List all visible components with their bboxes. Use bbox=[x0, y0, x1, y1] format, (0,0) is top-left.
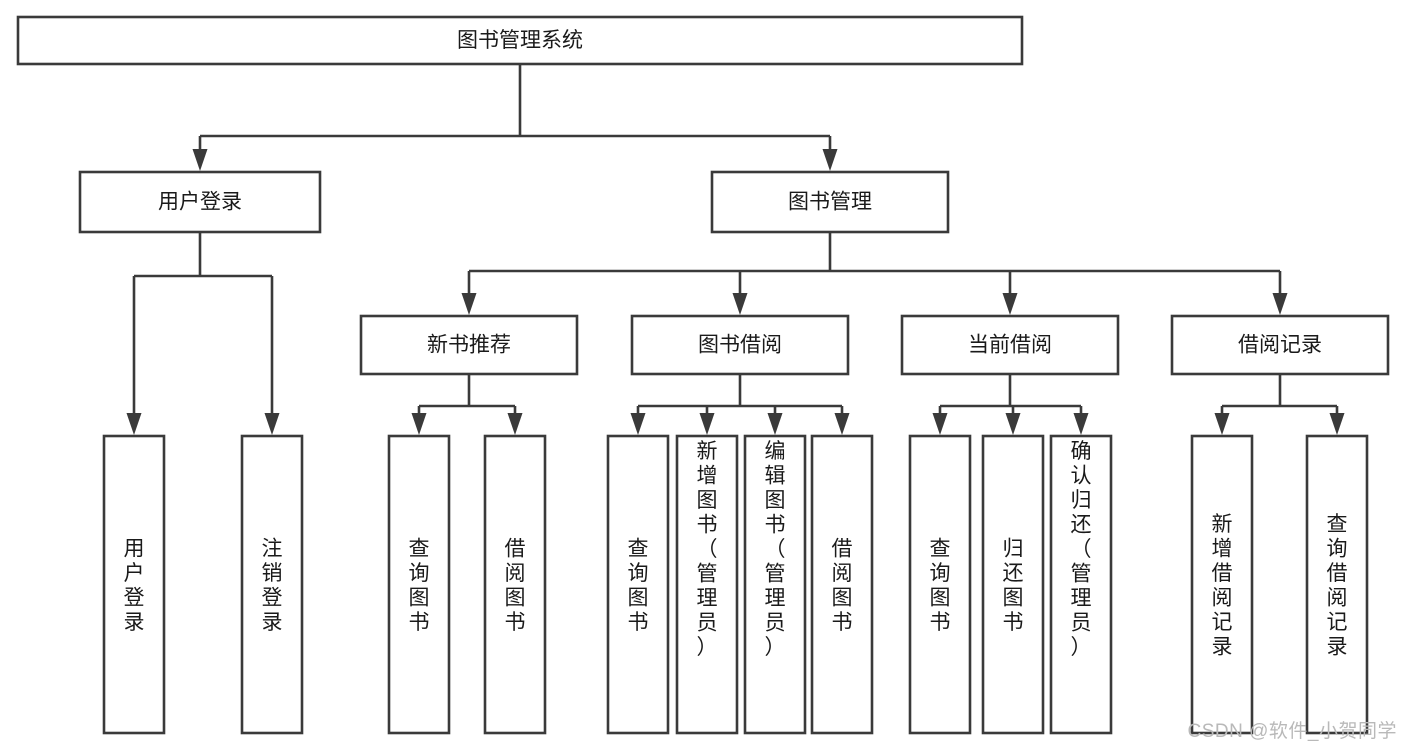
watermark-text: CSDN @软件_小贺同学 bbox=[1187, 721, 1397, 742]
node-label-borrow-record: 借阅记录 bbox=[1238, 334, 1322, 357]
node-box-leaf-user-login[interactable] bbox=[102, 434, 166, 735]
node-leaf-borrow-book-2[interactable]: 借阅图书 bbox=[810, 434, 874, 735]
node-leaf-user-logout[interactable]: 注销登录 bbox=[240, 434, 304, 735]
node-box-new-book-rec[interactable] bbox=[359, 314, 579, 376]
node-root[interactable]: 图书管理系统 bbox=[16, 15, 1024, 66]
node-box-leaf-query-book-3[interactable] bbox=[908, 434, 972, 735]
edge-group-user-login bbox=[126, 232, 280, 435]
node-label-leaf-query-record: 查询借阅记录 bbox=[1327, 513, 1348, 659]
node-new-book-rec[interactable]: 新书推荐 bbox=[359, 314, 579, 376]
edge-group-current-borrow bbox=[932, 374, 1089, 435]
node-label-leaf-user-login: 用户登录 bbox=[124, 538, 145, 635]
node-box-leaf-borrow-book-2[interactable] bbox=[810, 434, 874, 735]
node-book-manage[interactable]: 图书管理 bbox=[710, 170, 950, 234]
node-leaf-edit-book[interactable]: 编辑图书（管理员） bbox=[743, 434, 807, 735]
node-leaf-add-book[interactable]: 新增图书（管理员） bbox=[675, 434, 739, 735]
node-label-leaf-add-book: 新增图书（管理员） bbox=[697, 440, 718, 659]
node-leaf-return-book[interactable]: 归还图书 bbox=[981, 434, 1045, 735]
node-label-leaf-borrow-book-2: 借阅图书 bbox=[832, 538, 853, 635]
node-label-leaf-query-book-1: 查询图书 bbox=[409, 538, 430, 635]
node-box-user-login[interactable] bbox=[78, 170, 322, 234]
node-box-current-borrow[interactable] bbox=[900, 314, 1120, 376]
node-leaf-query-book-2[interactable]: 查询图书 bbox=[606, 434, 670, 735]
node-box-leaf-query-book-2[interactable] bbox=[606, 434, 670, 735]
node-label-leaf-query-book-2: 查询图书 bbox=[628, 538, 649, 635]
nodes-layer: 图书管理系统用户登录图书管理新书推荐图书借阅当前借阅借阅记录用户登录注销登录查询… bbox=[16, 15, 1390, 735]
node-current-borrow[interactable]: 当前借阅 bbox=[900, 314, 1120, 376]
node-label-leaf-user-logout: 注销登录 bbox=[262, 538, 283, 635]
node-book-borrow[interactable]: 图书借阅 bbox=[630, 314, 850, 376]
edge-group-borrow-record bbox=[1214, 374, 1345, 435]
node-box-leaf-return-book[interactable] bbox=[981, 434, 1045, 735]
node-label-book-borrow: 图书借阅 bbox=[698, 334, 782, 357]
node-box-leaf-query-book-1[interactable] bbox=[387, 434, 451, 735]
node-box-book-manage[interactable] bbox=[710, 170, 950, 234]
node-box-leaf-add-book[interactable] bbox=[675, 434, 739, 735]
edge-group-book-manage bbox=[461, 232, 1288, 315]
node-box-leaf-borrow-book-1[interactable] bbox=[483, 434, 547, 735]
node-label-leaf-query-book-3: 查询图书 bbox=[930, 538, 951, 635]
edge-group-root bbox=[192, 64, 838, 171]
node-box-leaf-query-record[interactable] bbox=[1305, 434, 1369, 735]
edges-layer bbox=[126, 64, 1345, 435]
node-user-login[interactable]: 用户登录 bbox=[78, 170, 322, 234]
node-leaf-borrow-book-1[interactable]: 借阅图书 bbox=[483, 434, 547, 735]
node-leaf-user-login[interactable]: 用户登录 bbox=[102, 434, 166, 735]
node-box-leaf-user-logout[interactable] bbox=[240, 434, 304, 735]
node-box-leaf-confirm-return[interactable] bbox=[1049, 434, 1113, 735]
node-label-leaf-edit-book: 编辑图书（管理员） bbox=[765, 440, 786, 659]
node-label-leaf-confirm-return: 确认归还（管理员） bbox=[1071, 440, 1092, 659]
node-leaf-query-record[interactable]: 查询借阅记录 bbox=[1305, 434, 1369, 735]
node-label-leaf-borrow-book-1: 借阅图书 bbox=[505, 538, 526, 635]
edge-group-book-borrow bbox=[630, 374, 850, 435]
node-label-leaf-add-record: 新增借阅记录 bbox=[1212, 513, 1233, 659]
node-label-leaf-return-book: 归还图书 bbox=[1003, 538, 1024, 635]
node-label-user-login: 用户登录 bbox=[158, 191, 242, 214]
node-label-book-manage: 图书管理 bbox=[788, 191, 872, 214]
node-box-borrow-record[interactable] bbox=[1170, 314, 1390, 376]
node-label-root: 图书管理系统 bbox=[457, 29, 583, 52]
node-leaf-confirm-return[interactable]: 确认归还（管理员） bbox=[1049, 434, 1113, 735]
node-leaf-add-record[interactable]: 新增借阅记录 bbox=[1190, 434, 1254, 735]
node-leaf-query-book-3[interactable]: 查询图书 bbox=[908, 434, 972, 735]
node-label-new-book-rec: 新书推荐 bbox=[427, 334, 511, 357]
node-label-current-borrow: 当前借阅 bbox=[968, 334, 1052, 357]
edge-group-new-book-rec bbox=[411, 374, 523, 435]
node-box-root[interactable] bbox=[16, 15, 1024, 66]
node-borrow-record[interactable]: 借阅记录 bbox=[1170, 314, 1390, 376]
node-box-leaf-add-record[interactable] bbox=[1190, 434, 1254, 735]
node-leaf-query-book-1[interactable]: 查询图书 bbox=[387, 434, 451, 735]
node-box-leaf-edit-book[interactable] bbox=[743, 434, 807, 735]
node-box-book-borrow[interactable] bbox=[630, 314, 850, 376]
